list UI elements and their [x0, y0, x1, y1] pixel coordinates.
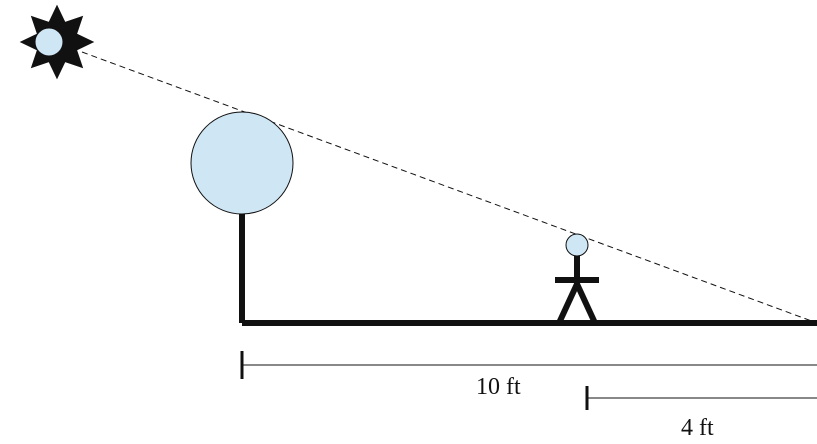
person-icon [555, 233, 599, 325]
person-left-leg [556, 282, 580, 325]
label-4-ft: 4 ft [681, 415, 714, 441]
person-right-leg [574, 282, 598, 325]
dimension-4ft [585, 386, 817, 410]
dimension-10ft [240, 351, 817, 379]
person-head [565, 233, 589, 257]
label-10-ft: 10 ft [476, 374, 521, 400]
tree-crown [190, 111, 294, 215]
sun-ray-dashed-line [81, 51, 817, 324]
tree-icon [190, 111, 294, 323]
sun-icon [19, 4, 95, 80]
